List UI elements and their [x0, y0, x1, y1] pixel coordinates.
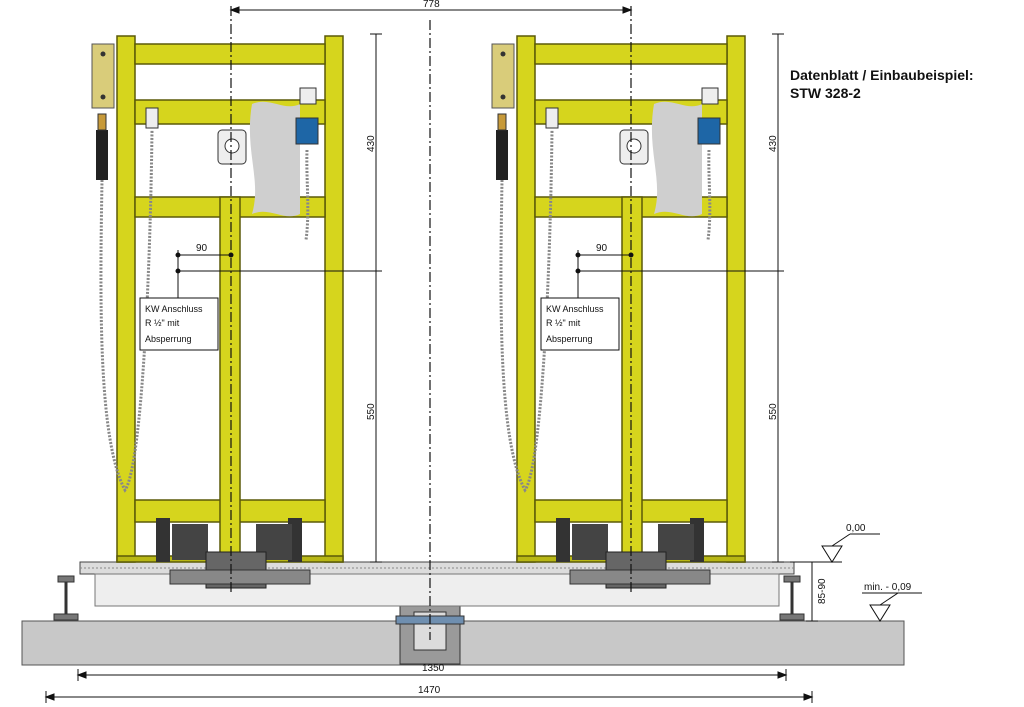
dimension-offset-right — [575, 250, 634, 298]
right-cover-panel — [651, 101, 702, 217]
level-marker-bottom — [862, 592, 922, 622]
dimension-spacing-label: 778 — [423, 0, 440, 10]
left-frame-post-inner — [324, 35, 344, 563]
svg-text:Absperrung: Absperrung — [546, 334, 593, 344]
left-shower-hose — [99, 129, 154, 493]
dimension-overall-width-label: 1470 — [418, 685, 441, 696]
svg-text:R ½" mit: R ½" mit — [546, 318, 581, 328]
left-fittings — [91, 43, 319, 493]
dimension-heights-right — [772, 33, 784, 563]
level-bottom-label: min. - 0,09 — [864, 582, 912, 593]
leveling-foot-left — [53, 575, 79, 621]
left-water-meter — [217, 129, 247, 165]
level-top-label: 0,00 — [846, 523, 866, 534]
dimension-heights-left — [370, 33, 382, 563]
connection-note-right: KW Anschluss R ½" mit Absperrung — [540, 297, 620, 351]
right-fittings — [491, 43, 721, 493]
left-frame-center-post — [219, 196, 241, 563]
left-cover-panel — [249, 101, 300, 217]
right-hose-cylinder — [496, 130, 508, 180]
level-marker-top — [790, 533, 880, 563]
leveling-foot-right — [779, 575, 805, 621]
right-frame-post-outer — [516, 35, 536, 563]
dimension-upper-height-right: 430 — [768, 135, 779, 152]
dimension-offset-left-label: 90 — [196, 243, 208, 254]
datasheet-title-line2: STW 328-2 — [790, 85, 861, 101]
dimension-lower-height-right: 550 — [768, 403, 779, 420]
right-wall-bracket — [491, 43, 515, 109]
left-frame-post-outer — [116, 35, 136, 563]
datasheet-title: Datenblatt / Einbaubeispiel: STW 328-2 — [790, 66, 974, 102]
datasheet-title-line1: Datenblatt / Einbaubeispiel: — [790, 67, 974, 83]
left-valve — [295, 87, 319, 145]
right-frame-center-post — [621, 196, 643, 563]
dimension-spacing — [229, 6, 633, 14]
center-lines — [230, 6, 632, 640]
svg-text:R ½" mit: R ½" mit — [145, 318, 180, 328]
dimension-level-range — [806, 561, 818, 622]
left-springs — [156, 518, 311, 589]
right-shower-hose — [499, 129, 554, 493]
dimension-overall-width — [44, 691, 814, 703]
left-wall-bracket — [91, 43, 115, 109]
dimension-level-range-label: 85-90 — [817, 578, 828, 604]
left-frame — [116, 35, 344, 563]
dimension-inner-width-label: 1350 — [422, 663, 445, 674]
left-frame-top-rail — [134, 43, 326, 65]
right-water-meter — [619, 129, 649, 165]
right-valve — [697, 87, 721, 145]
svg-text:KW Anschluss: KW Anschluss — [546, 304, 604, 314]
dimension-lower-height-left: 550 — [366, 403, 377, 420]
right-springs — [556, 518, 711, 589]
dimension-offset-right-label: 90 — [596, 243, 608, 254]
svg-text:Absperrung: Absperrung — [145, 334, 192, 344]
dimension-inner-width — [76, 669, 788, 681]
left-hose-cylinder — [96, 130, 108, 180]
right-frame-post-inner — [726, 35, 746, 563]
floor-slab — [21, 620, 905, 666]
connection-note-left: KW Anschluss R ½" mit Absperrung — [139, 297, 219, 351]
dimension-offset-left — [175, 250, 234, 298]
svg-text:KW Anschluss: KW Anschluss — [145, 304, 203, 314]
dimension-upper-height-left: 430 — [366, 135, 377, 152]
